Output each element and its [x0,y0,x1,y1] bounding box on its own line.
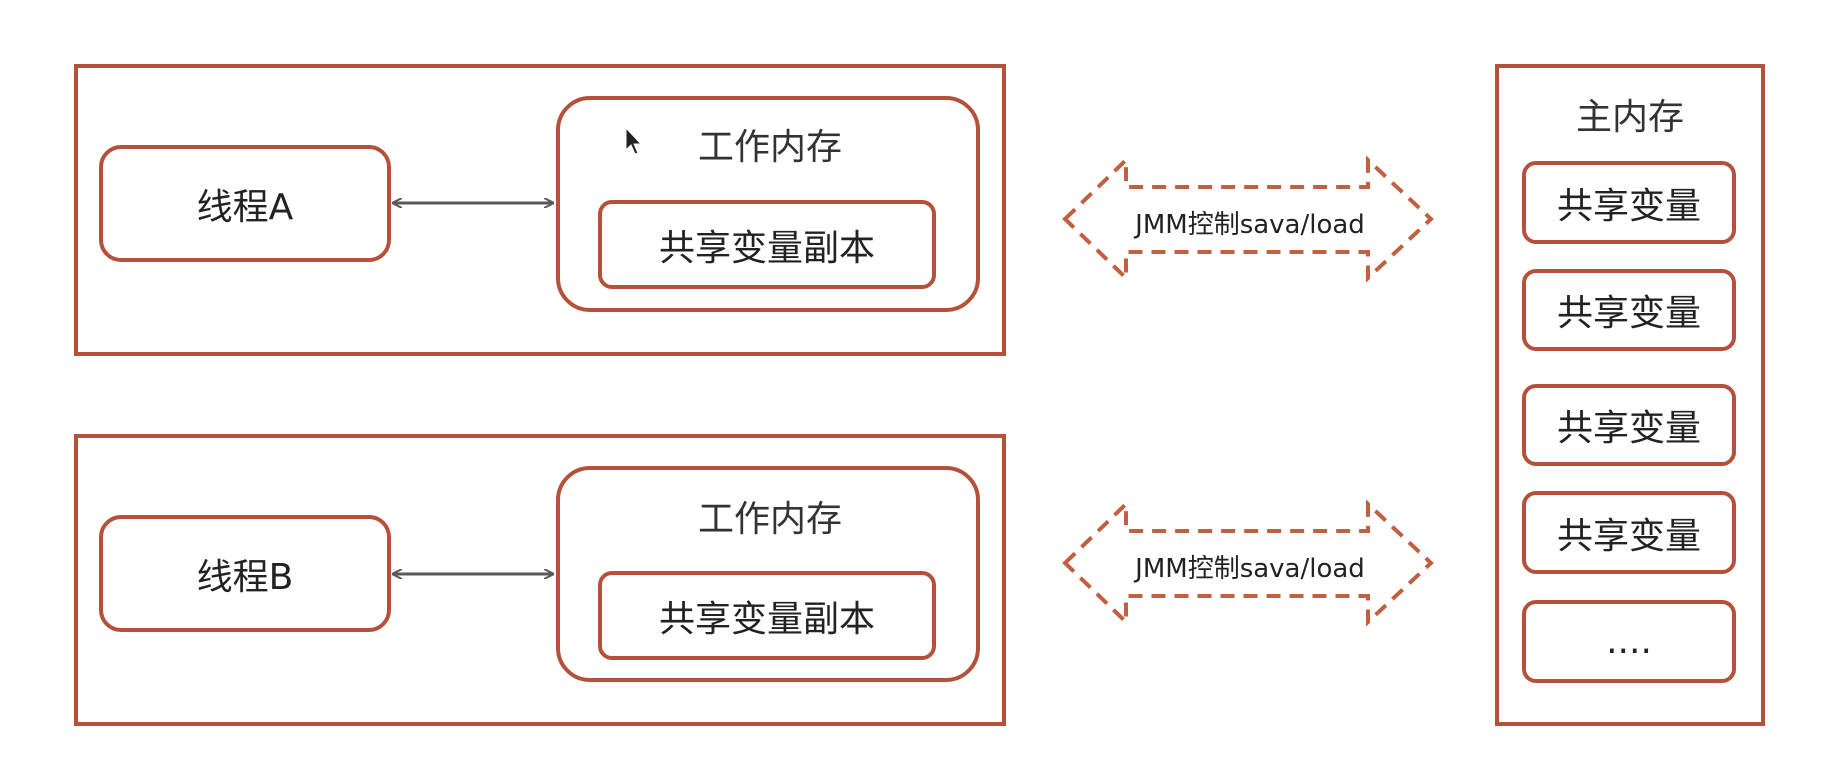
thread-b-box: 线程B [99,515,391,632]
shared-variable-1: 共享变量 [1522,161,1736,244]
shared-variable-copy-a: 共享变量副本 [598,200,936,289]
shared-variable-4: 共享变量 [1522,491,1736,574]
shared-variable-copy-b: 共享变量副本 [598,571,936,660]
shared-variable-copy-a-label: 共享变量副本 [658,227,875,269]
shared-variable-copy-b-label: 共享变量副本 [658,598,875,640]
thread-a-label: 线程A [196,186,294,228]
shared-variable-more-label: .... [1606,621,1652,662]
jmm-arrow-b [1062,499,1434,627]
shared-variable-3-label: 共享变量 [1556,408,1701,449]
shared-variable-2-label: 共享变量 [1556,293,1701,334]
working-memory-a-title: 工作内存 [697,127,842,168]
cursor-icon [625,126,643,155]
working-memory-b-title: 工作内存 [697,499,842,540]
jmm-label-a: JMM控制sava/load [1135,210,1365,240]
jmm-arrow-a [1062,155,1434,283]
shared-variable-2: 共享变量 [1522,269,1736,351]
jmm-label-b: JMM控制sava/load [1135,554,1365,584]
thread-a-box: 线程A [99,145,391,262]
main-memory-title: 主内存 [1575,97,1684,138]
shared-variable-3: 共享变量 [1522,384,1736,466]
shared-variable-4-label: 共享变量 [1556,515,1701,557]
shared-variable-more: .... [1522,600,1736,683]
thread-b-label: 线程B [196,556,294,598]
shared-variable-1-label: 共享变量 [1556,185,1701,227]
